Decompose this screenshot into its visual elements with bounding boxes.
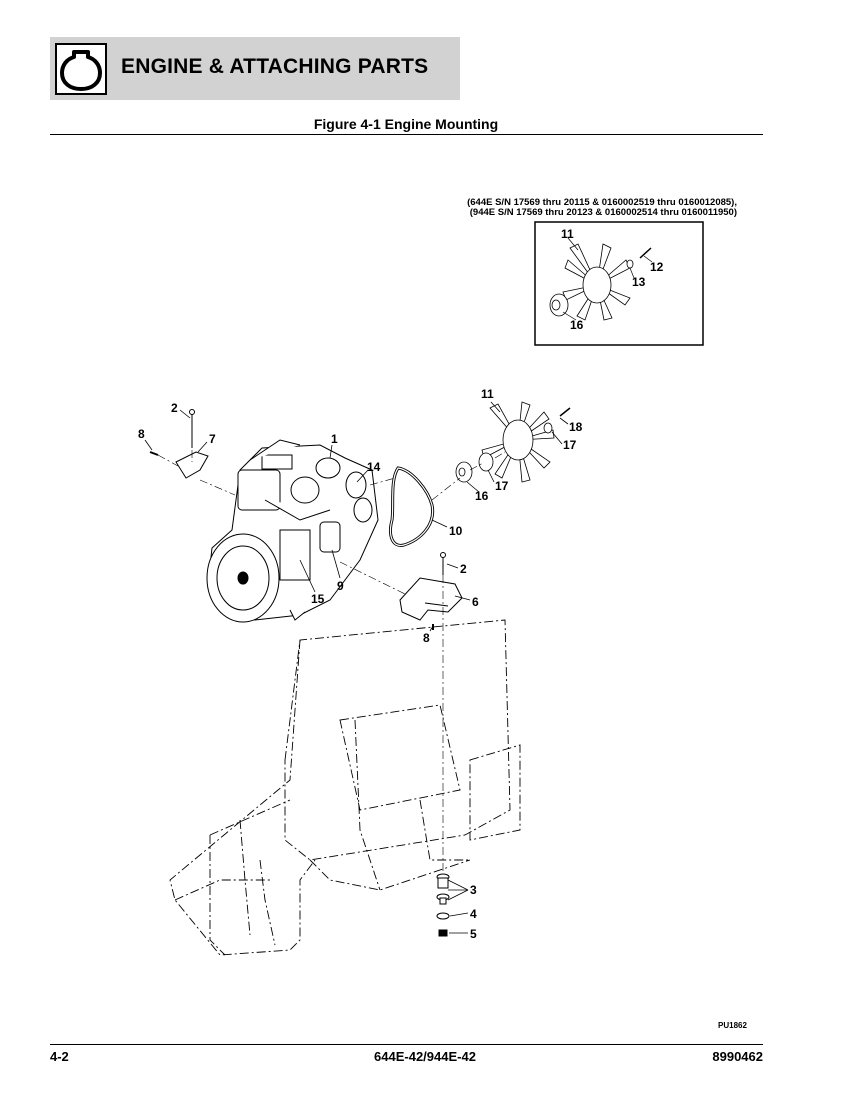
header-band: [50, 37, 460, 100]
document-number: 8990462: [712, 1049, 763, 1064]
callout-17-right: 17: [563, 438, 577, 452]
callout-10: 10: [449, 524, 463, 538]
callout-3: 3: [470, 883, 477, 897]
footer-rule: [50, 1044, 763, 1045]
callout-5: 5: [470, 927, 477, 941]
engine-oil-icon: [55, 43, 107, 95]
callout-2-lower: 2: [460, 562, 467, 576]
callout-16: 16: [475, 489, 489, 503]
bracket-front: [399, 552, 463, 630]
header-rule: [50, 134, 763, 135]
figure-title: Figure 4-1 Engine Mounting: [313, 116, 499, 132]
callout-11: 11: [481, 387, 494, 401]
callout-17-lower: 17: [495, 479, 509, 493]
bracket-rear: [149, 409, 209, 479]
assembly-centerlines: [157, 450, 506, 885]
callout-7: 7: [209, 432, 216, 446]
callout-4: 4: [470, 907, 477, 921]
callout-2-upper: 2: [171, 401, 178, 415]
callout-9: 9: [337, 579, 344, 593]
engine-illustration: [206, 439, 379, 623]
figure-ref-code: PU1862: [718, 1021, 747, 1030]
model-number: 644E-42/944E-42: [374, 1049, 476, 1064]
serial-note-line1: (644E S/N 17569 thru 20115 & 0160002519 …: [467, 197, 737, 208]
callout-14: 14: [367, 460, 381, 474]
fan-assembly: [455, 401, 571, 483]
inset-callout-16: 16: [570, 318, 584, 332]
callout-8-upper: 8: [138, 427, 145, 441]
callout-1: 1: [331, 432, 338, 446]
inset-fan-assembly: 11 12 13 16: [534, 221, 704, 346]
chassis-frame: [169, 619, 521, 956]
inset-callout-12: 12: [650, 260, 664, 274]
mount-hardware: [436, 873, 450, 937]
callout-6: 6: [472, 595, 479, 609]
callout-15: 15: [311, 592, 325, 606]
inset-callout-13: 13: [632, 275, 646, 289]
page-number: 4-2: [50, 1049, 69, 1064]
callout-18: 18: [569, 420, 583, 434]
inset-callout-11: 11: [561, 227, 574, 241]
callout-8-lower: 8: [423, 631, 430, 645]
section-title: ENGINE & ATTACHING PARTS: [121, 55, 429, 78]
leader-lines: [144, 401, 569, 934]
engine-oil-icon-graphic: [55, 43, 107, 95]
serial-note-line2: (944E S/N 17569 thru 20123 & 0160002514 …: [470, 207, 737, 218]
drive-belt: [389, 466, 435, 547]
